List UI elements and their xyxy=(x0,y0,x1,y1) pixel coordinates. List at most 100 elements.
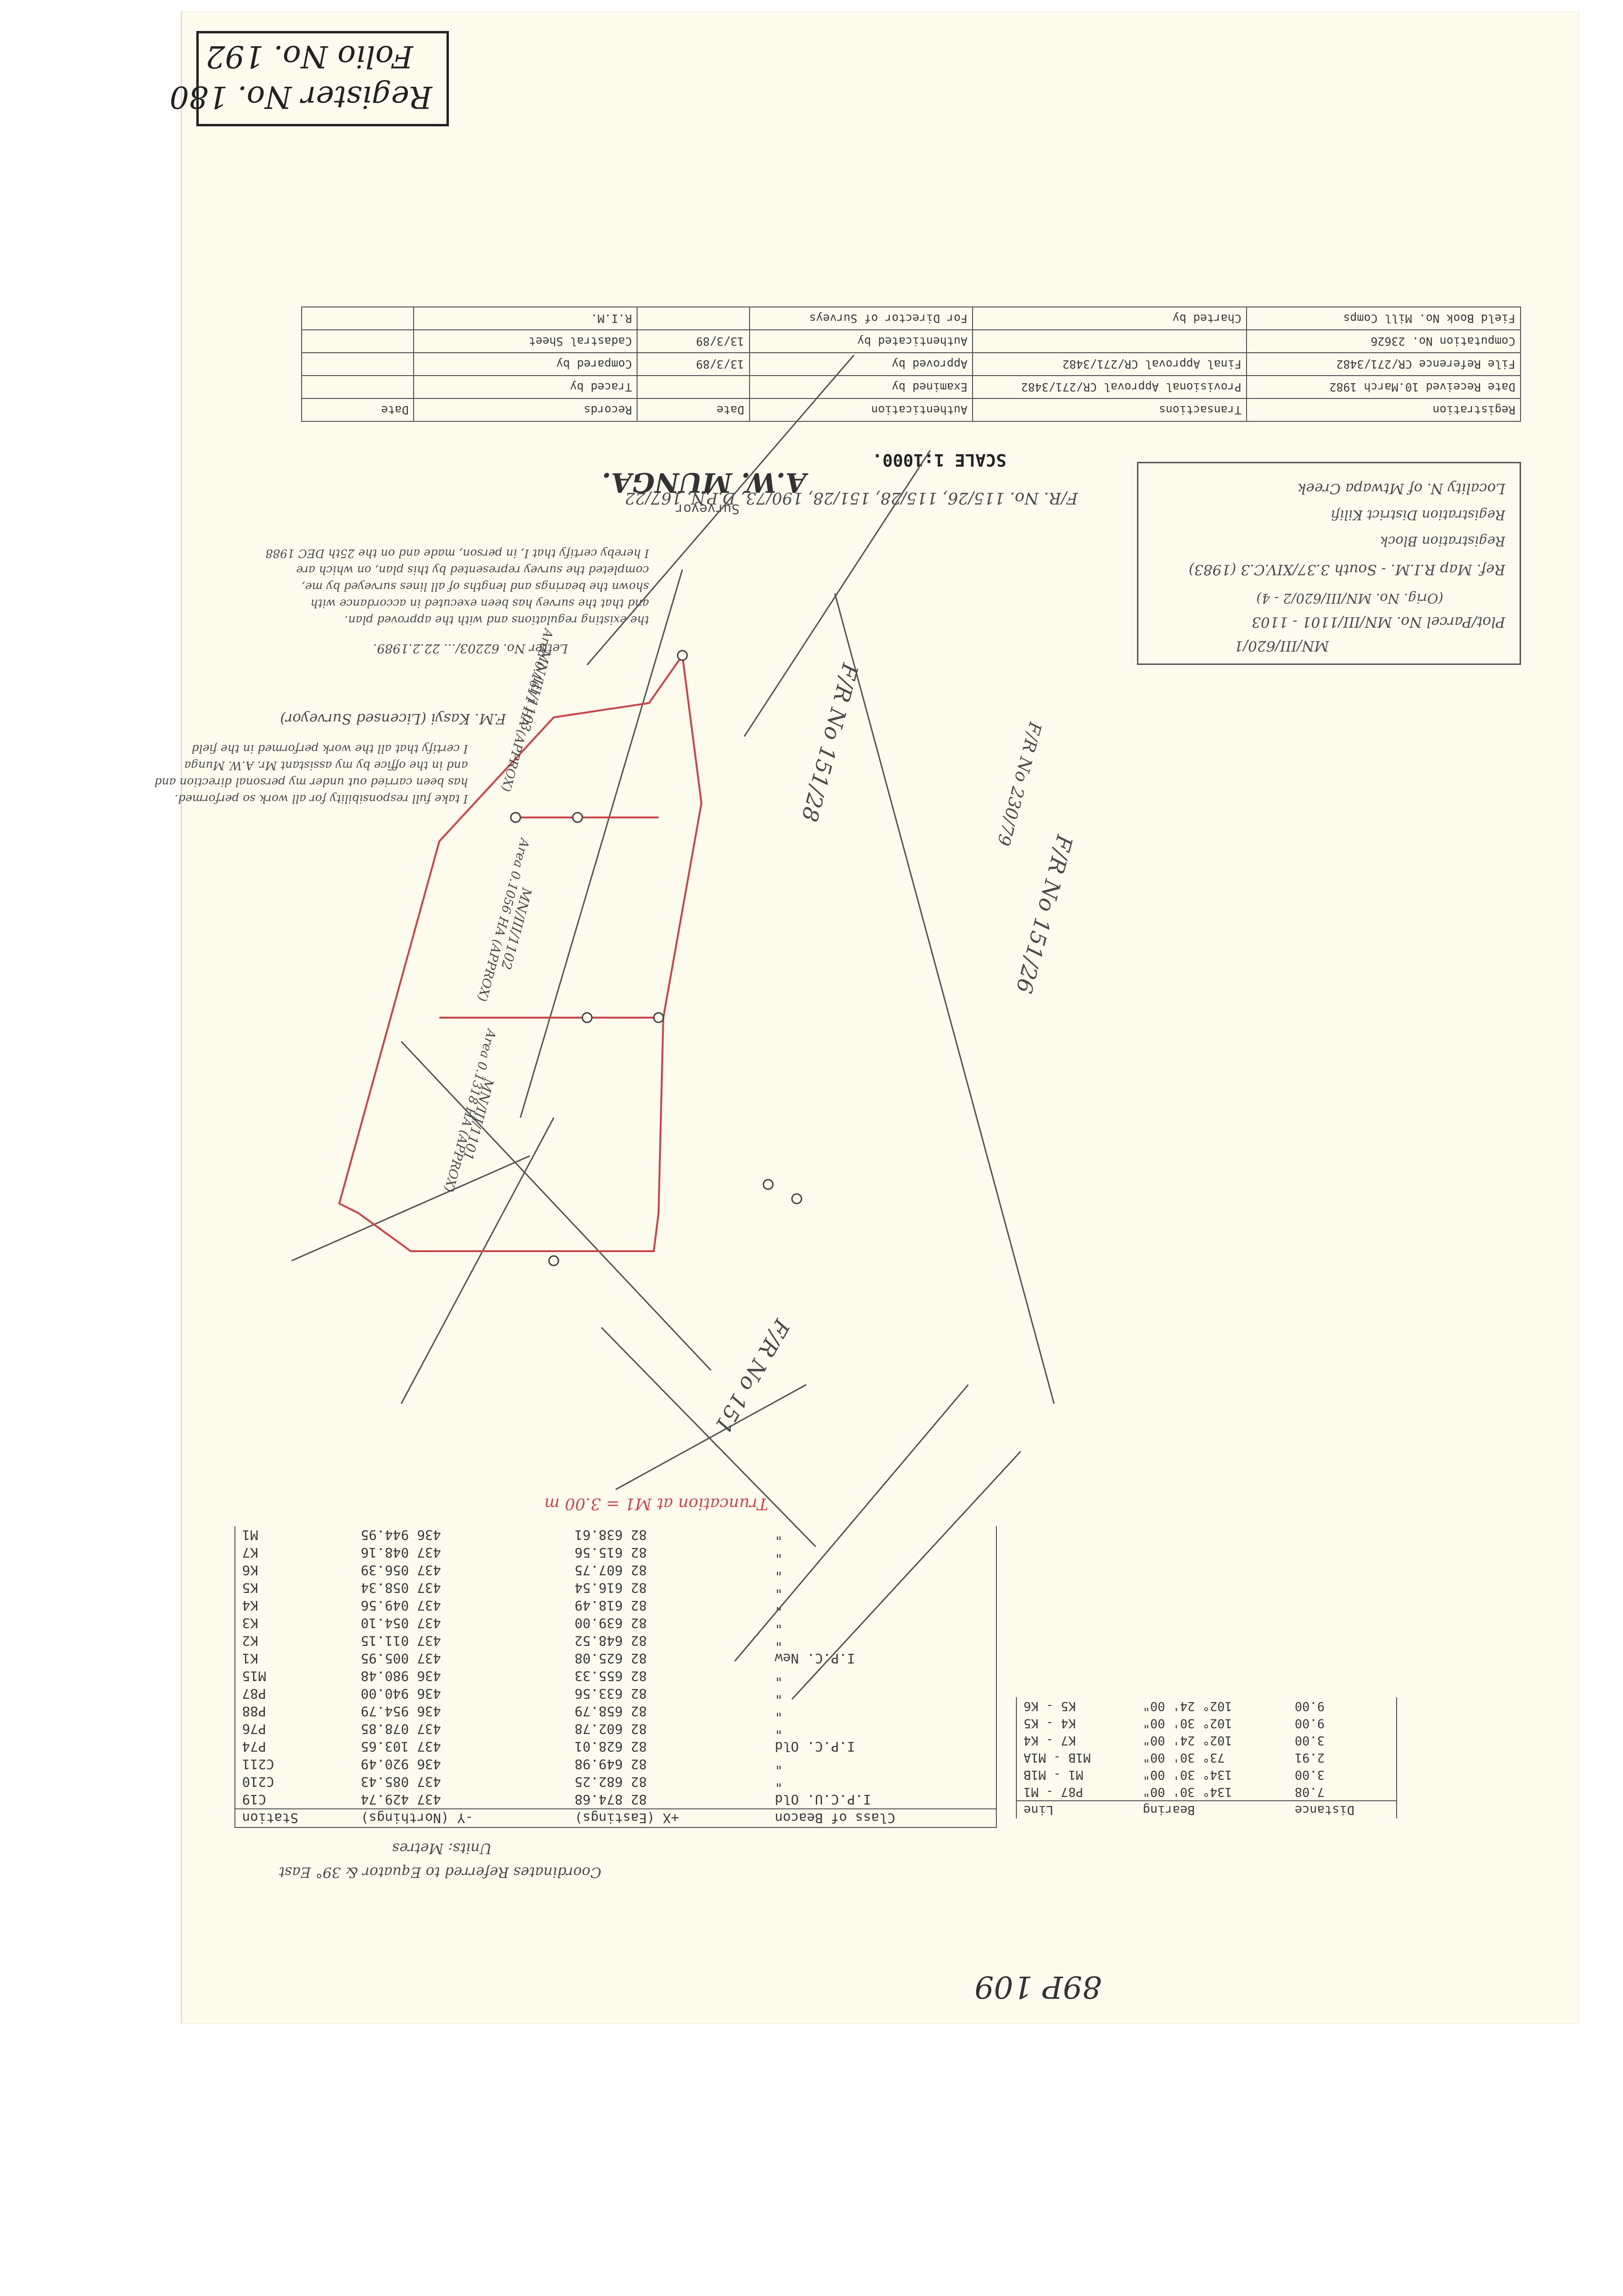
coord-cell: " xyxy=(774,1545,783,1561)
coord-cell: 437 058.34 xyxy=(360,1580,441,1596)
coord-cell: 437 429.74 xyxy=(360,1792,441,1807)
coord-cell: 82 874.68 xyxy=(574,1792,647,1807)
coord-header: Station xyxy=(235,1809,354,1827)
coord-cell: P87 xyxy=(242,1686,266,1702)
coord-cell: K7 xyxy=(242,1545,258,1561)
coord-header: -Y (Northings) xyxy=(354,1809,568,1827)
coord-cell: C19 xyxy=(242,1792,266,1807)
bearing-cell: 134° 30' 00" xyxy=(1143,1785,1232,1799)
survey-plan xyxy=(291,355,1055,1700)
coord-cell: 437 049.56 xyxy=(360,1598,441,1613)
coord-row: " 82 616.54 437 058.34 K5 xyxy=(235,1579,996,1597)
road-reserve xyxy=(734,1384,1022,1700)
coord-cell: 437 085.43 xyxy=(360,1774,441,1790)
bearing-cell: 102° 30' 00" xyxy=(1143,1716,1232,1730)
coord-cell: 436 980.48 xyxy=(360,1668,441,1684)
bearing-cell: K4 - K5 xyxy=(1024,1716,1076,1730)
coord-cell: " xyxy=(774,1580,783,1596)
coord-cell: " xyxy=(774,1598,783,1613)
coord-cell: P74 xyxy=(242,1739,266,1755)
coord-cell: K4 xyxy=(242,1598,258,1613)
coord-cell: " xyxy=(774,1756,783,1772)
coord-row: " 82 602.78 437 078.85 P76 xyxy=(235,1720,996,1738)
coord-cell: 437 005.95 xyxy=(360,1651,441,1666)
coord-cell: I.P.C. Old xyxy=(774,1739,855,1755)
bear-header: Line xyxy=(1016,1801,1136,1818)
bearing-cell: K5 - K6 xyxy=(1024,1699,1076,1713)
coord-cell: C210 xyxy=(242,1774,274,1790)
coord-cell: P88 xyxy=(242,1704,266,1719)
rotated-drawing: Register No. 180 Folio No. 192 Registrat… xyxy=(154,12,1578,2023)
coord-cell: " xyxy=(774,1704,783,1719)
coord-cell: 82 682.25 xyxy=(574,1774,647,1790)
coord-cell: 82 649.98 xyxy=(574,1756,647,1772)
bearing-cell: 9.00 xyxy=(1295,1716,1325,1730)
coord-cell: 437 048.16 xyxy=(360,1545,441,1561)
coord-row: I.P.C.U. Old 82 874.68 437 429.74 C19 xyxy=(235,1791,996,1809)
coord-cell: 82 602.78 xyxy=(574,1721,647,1737)
coord-cell: 436 944.95 xyxy=(360,1527,441,1543)
coord-cell: P76 xyxy=(242,1721,266,1737)
coord-cell: 437 078.85 xyxy=(360,1721,441,1737)
coord-cell: 82 628.01 xyxy=(574,1739,647,1755)
sheet-number: 89P 109 xyxy=(974,1969,1102,2004)
coord-cell: 82 625.08 xyxy=(574,1651,647,1666)
coord-body: I.P.C.U. Old 82 874.68 437 429.74 C19 " 82 68… xyxy=(235,1526,996,1809)
coord-cell: 82 615.56 xyxy=(574,1545,647,1561)
coord-units: Units: Metres xyxy=(392,1840,492,1857)
coord-cell: " xyxy=(774,1721,783,1737)
bearing-cell: 3.00 xyxy=(1295,1733,1325,1747)
coord-header: +X (Eastings) xyxy=(568,1809,768,1827)
coord-cell: 82 639.00 xyxy=(574,1615,647,1631)
bearing-cell: 102° 24' 00" xyxy=(1143,1733,1232,1747)
coord-cell: 82 616.54 xyxy=(574,1580,647,1596)
coord-cell: 82 648.52 xyxy=(574,1633,647,1649)
coord-cell: " xyxy=(774,1633,783,1649)
coord-row: " 82 615.56 437 048.16 K7 xyxy=(235,1544,996,1561)
coord-cell: I.P.C.U. Old xyxy=(774,1792,872,1807)
bearing-cell: 73° 30' 00" xyxy=(1143,1750,1225,1765)
coord-cell: M1 xyxy=(242,1527,258,1543)
coord-cell: 437 011.15 xyxy=(360,1633,441,1649)
bearing-cell: K7 - K4 xyxy=(1024,1733,1076,1747)
parcel-outline xyxy=(338,653,703,1252)
coord-cell: 82 655.33 xyxy=(574,1668,647,1684)
coord-cell: M15 xyxy=(242,1668,266,1684)
coord-cell: 82 638.61 xyxy=(574,1527,647,1543)
coord-cell: K5 xyxy=(242,1580,258,1596)
coord-cell: " xyxy=(774,1668,783,1684)
coord-cell: 82 607.75 xyxy=(574,1562,647,1578)
bearing-cell: M1B - M1A xyxy=(1024,1750,1091,1765)
truncation-note: Truncation at M1 = 3.00 m xyxy=(544,1494,768,1513)
coord-cell: 437 054.10 xyxy=(360,1615,441,1631)
bearing-cell: M1 - M1B xyxy=(1024,1767,1084,1782)
coord-note: Coordinates Referred to Equator & 39° Ea… xyxy=(279,1864,601,1880)
coord-cell: 82 658.79 xyxy=(574,1704,647,1719)
coord-cell: K6 xyxy=(242,1562,258,1578)
bearing-cell: 3.00 xyxy=(1295,1767,1325,1782)
coord-cell: " xyxy=(774,1686,783,1702)
coord-cell: " xyxy=(774,1562,783,1578)
bear-header: Distance xyxy=(1288,1801,1397,1818)
coord-cell: 436 920.49 xyxy=(360,1756,441,1772)
coord-row: " 82 638.61 436 944.95 M1 xyxy=(235,1526,996,1544)
coord-header-row: Class of Beacon +X (Eastings) -Y (Northi… xyxy=(235,1809,996,1827)
coord-cell: 82 633.56 xyxy=(574,1686,647,1702)
coord-row: " 82 658.79 436 954.79 P88 xyxy=(235,1703,996,1720)
coord-cell: " xyxy=(774,1527,783,1543)
bearing-cell: 7.08 xyxy=(1295,1785,1325,1799)
bearing-cell: 102° 24' 00" xyxy=(1143,1699,1232,1713)
coord-cell: 436 954.79 xyxy=(360,1704,441,1719)
